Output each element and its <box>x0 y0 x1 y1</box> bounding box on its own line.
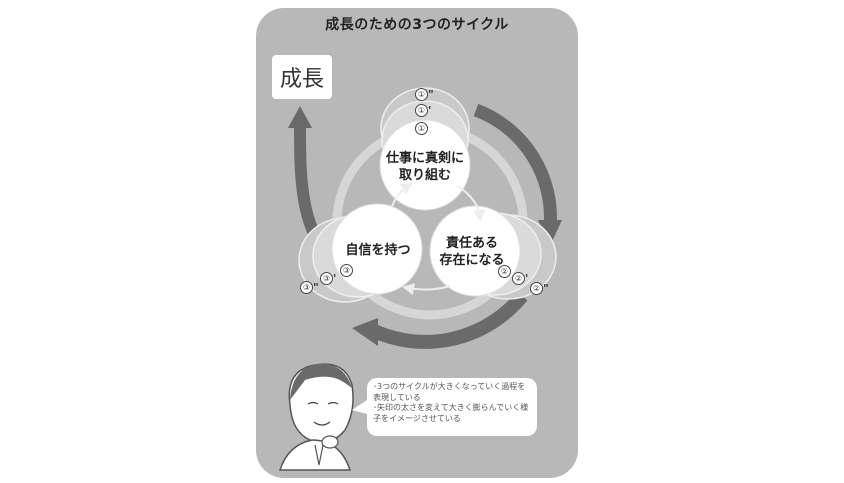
tag-1: ① <box>415 122 428 135</box>
diagram-title: 成長のための3つのサイクル <box>325 17 509 33</box>
outer-arrowhead-bottom <box>352 318 378 346</box>
tag-2-double-prime: ②" <box>530 282 549 295</box>
top-circle-label: 仕事に真剣に 取り組む <box>385 151 464 183</box>
growth-arrowhead <box>288 106 312 128</box>
tag-1-double-prime: ①" <box>415 88 434 101</box>
inner-arrow-1 <box>457 185 486 222</box>
left-circle-label: 自信を持つ <box>345 243 411 258</box>
left-circle-inner <box>331 203 423 295</box>
growth-label: 成長 <box>272 55 332 99</box>
person-illustration <box>278 363 354 471</box>
inner-arrow-3 <box>391 182 414 207</box>
tag-3-prime: ③' <box>320 272 336 285</box>
inner-arrow-2 <box>402 283 451 295</box>
right-circle-label: 責任ある 存在になる <box>439 236 505 268</box>
speech-bubble: ･3つのサイクルが大きくなっていく過程を表現している ･矢印の太さを変えて大きく… <box>367 378 537 436</box>
tag-1-prime: ①' <box>415 104 431 117</box>
speech-bubble-tail <box>352 400 367 414</box>
outer-arrow-top-right <box>473 103 557 229</box>
outer-arrowhead-right <box>538 220 562 246</box>
outer-arrow-bottom <box>369 291 528 349</box>
bubble-line-2: ･矢印の太さを変えて大きく膨らんでいく様子をイメージさせている <box>373 403 529 423</box>
tag-2-prime: ②' <box>512 272 528 285</box>
tag-2: ② <box>498 265 511 278</box>
right-circle-inner <box>429 205 521 297</box>
tag-3-double-prime: ③" <box>300 281 319 294</box>
bubble-line-1: ･3つのサイクルが大きくなっていく過程を表現している <box>373 382 526 402</box>
tag-3: ③ <box>340 264 353 277</box>
